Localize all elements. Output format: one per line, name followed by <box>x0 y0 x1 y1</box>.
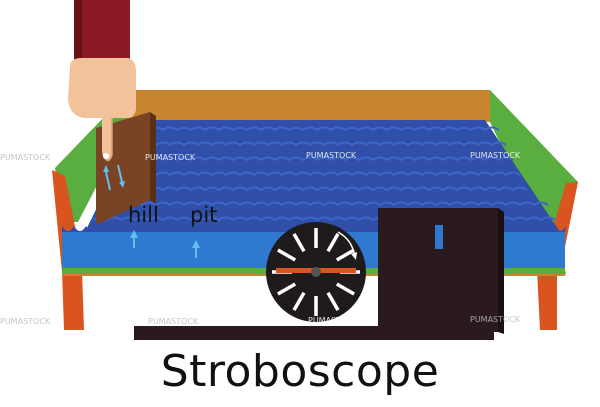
disc-slot <box>326 233 340 253</box>
surface-ripples <box>92 126 556 222</box>
watermark: PUMASTOCK <box>145 153 196 162</box>
ripple-line <box>127 141 507 147</box>
disc-slot <box>292 291 306 311</box>
arrow-up-icon <box>130 230 200 258</box>
disc-slot <box>292 233 306 253</box>
ripple-line <box>120 156 514 162</box>
watermark: PUMASTOCK <box>0 317 51 326</box>
watermarks: PUMASTOCK PUMASTOCK PUMASTOCK PUMASTOCK … <box>0 151 521 326</box>
tank-legs <box>62 270 557 330</box>
watermark: PUMASTOCK <box>308 316 359 325</box>
tank-back-wall <box>130 90 490 122</box>
label-pit: pit <box>190 203 217 227</box>
tank-right-side <box>490 90 578 226</box>
disc-slot <box>335 282 355 296</box>
water-surface <box>85 120 560 232</box>
disc-slot <box>277 248 297 262</box>
ripple-line <box>113 171 521 177</box>
disc-slot <box>326 291 340 311</box>
watermark: PUMASTOCK <box>470 315 521 324</box>
strobe-disc-icon <box>266 222 366 322</box>
label-hill: hill <box>128 203 159 227</box>
watermark: PUMASTOCK <box>148 317 199 326</box>
hand-icon <box>68 0 136 162</box>
watermark: PUMASTOCK <box>0 153 51 162</box>
caption-title: Stroboscope <box>160 346 440 397</box>
watermark: PUMASTOCK <box>306 151 357 160</box>
disc-slot <box>277 282 297 296</box>
ripple-line <box>99 201 549 207</box>
watermark: PUMASTOCK <box>470 151 521 160</box>
ripple-line <box>134 126 500 132</box>
ripple-line <box>106 186 528 192</box>
disc-slot <box>335 248 355 262</box>
light-source-icon <box>378 208 504 334</box>
